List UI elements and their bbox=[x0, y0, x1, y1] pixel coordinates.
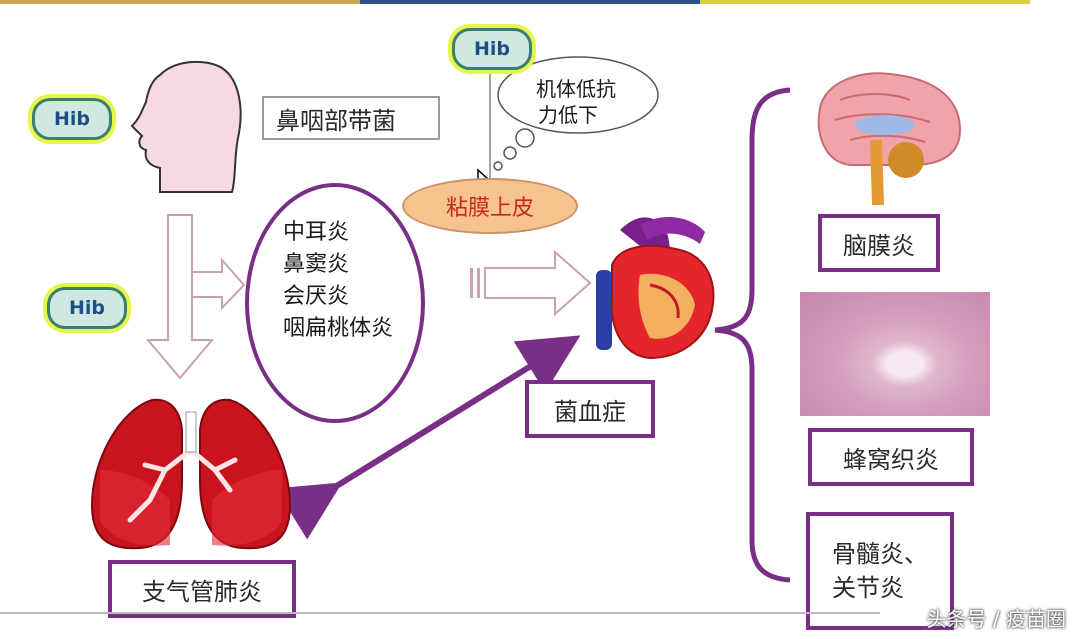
brain-illustration bbox=[817, 72, 962, 205]
infection-item: 会厌炎 bbox=[283, 284, 350, 309]
osteomyelitis-line-2: 关节炎 bbox=[832, 574, 904, 602]
mucosa-label: 粘膜上皮 bbox=[402, 178, 578, 234]
thought-line-2: 力低下 bbox=[538, 103, 598, 127]
infection-item: 中耳炎 bbox=[283, 220, 350, 245]
right-arrow-heart bbox=[470, 249, 592, 317]
hib-badge-left-top: Hib bbox=[32, 98, 112, 140]
thought-cloud bbox=[493, 56, 659, 171]
bacteremia-box: 菌血症 bbox=[525, 380, 655, 438]
bracket bbox=[714, 87, 791, 583]
meningitis-box: 脑膜炎 bbox=[818, 214, 940, 272]
thought-text: 机体低抗 力低下 bbox=[536, 76, 616, 128]
watermark: 头条号 / 疫苗圈 bbox=[926, 607, 1066, 631]
hib-badge-left-bottom: Hib bbox=[47, 287, 127, 329]
ear-infections-ellipse: 中耳炎 鼻窦炎 会厌炎 咽扁桃体炎 bbox=[245, 183, 425, 423]
heart-illustration bbox=[596, 216, 715, 360]
right-arrow-ear bbox=[191, 257, 246, 311]
carrier-label: 鼻咽部带菌 bbox=[262, 96, 440, 140]
hib-badge-top: Hib bbox=[452, 28, 532, 70]
cellulitis-photo bbox=[800, 292, 990, 416]
thought-line-1: 机体低抗 bbox=[536, 77, 616, 101]
top-color-strip bbox=[0, 0, 1080, 4]
lungs-illustration bbox=[90, 398, 292, 550]
infection-item: 咽扁桃体炎 bbox=[283, 316, 394, 341]
head-silhouette bbox=[130, 60, 242, 193]
osteomyelitis-line-1: 骨髓炎、 bbox=[832, 540, 928, 568]
down-arrow bbox=[145, 214, 215, 380]
bronchopneumonia-box: 支气管肺炎 bbox=[108, 560, 296, 618]
osteomyelitis-box: 骨髓炎、 关节炎 bbox=[806, 512, 954, 630]
cellulitis-box: 蜂窝织炎 bbox=[808, 428, 974, 486]
infection-item: 鼻窦炎 bbox=[283, 252, 350, 277]
bottom-rule bbox=[0, 612, 880, 614]
bidirectional-arrow bbox=[275, 335, 581, 540]
